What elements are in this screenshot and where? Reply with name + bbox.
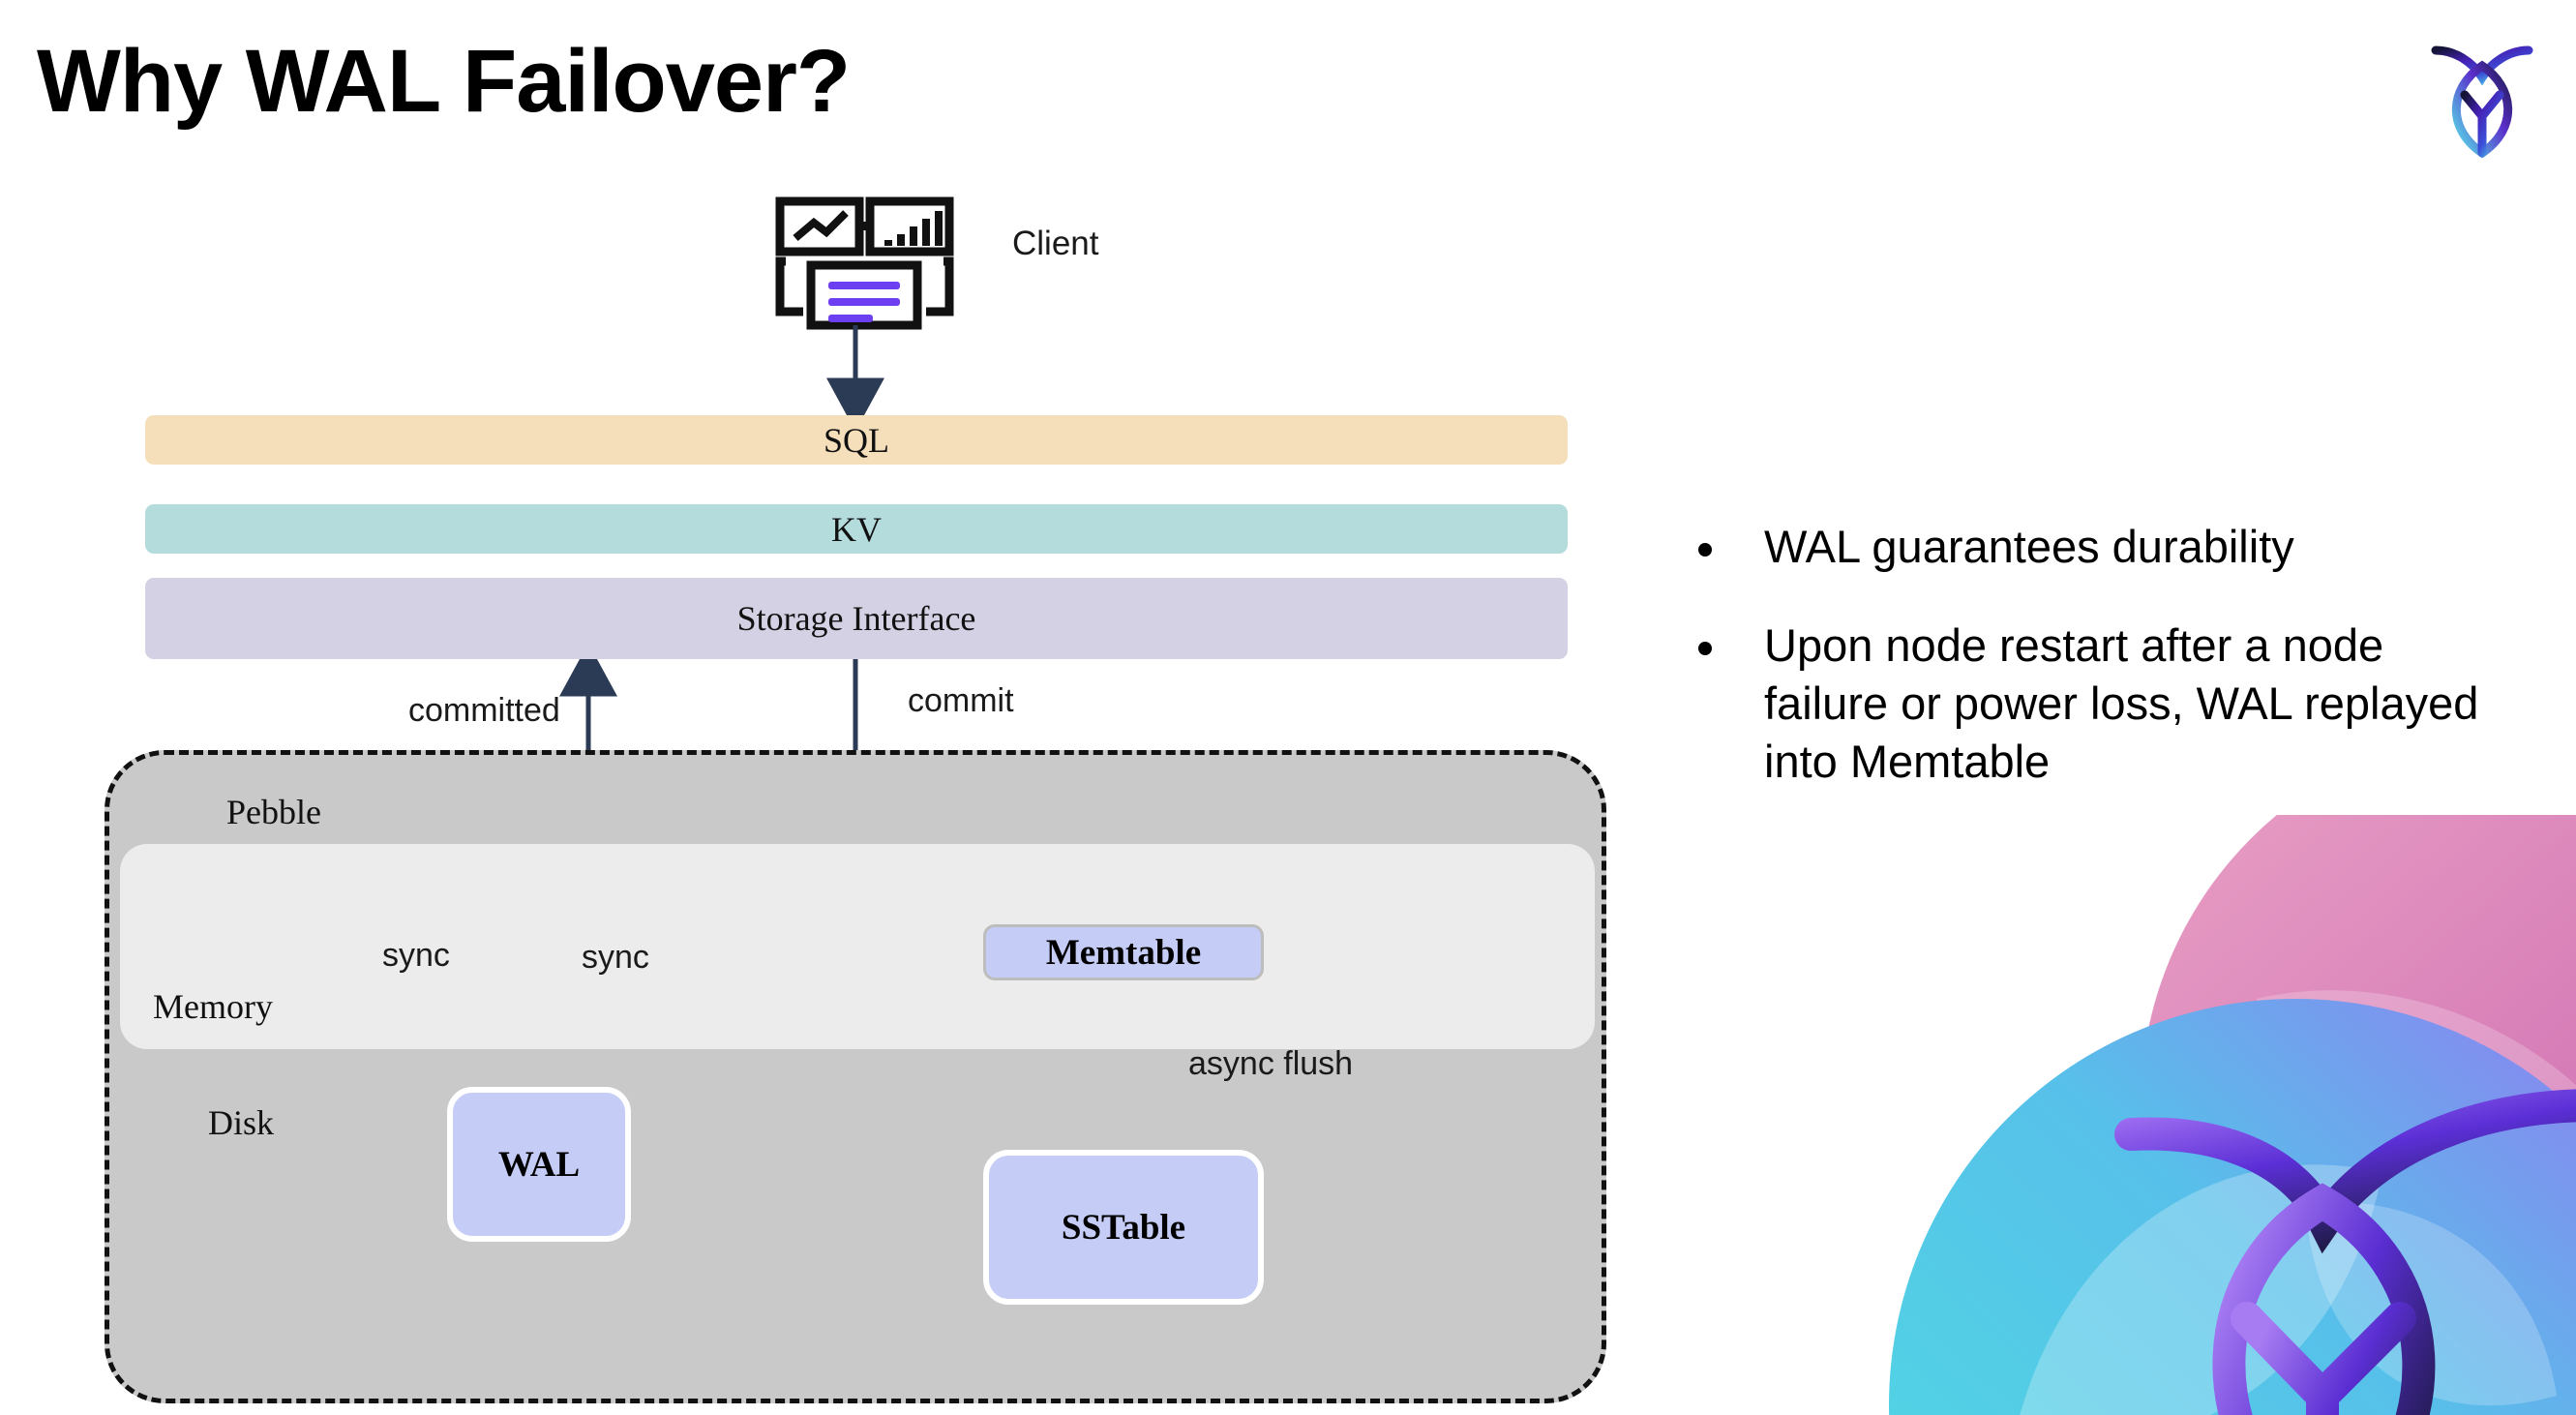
layer-bar-sql[interactable]: SQL	[145, 415, 1568, 465]
list-item: WAL guarantees durability	[1698, 518, 2511, 576]
edge-label-sync-right: sync	[582, 939, 649, 976]
cockroachdb-gradient-artwork-icon	[1841, 815, 2576, 1415]
cockroachdb-logo-icon	[2414, 27, 2550, 163]
node-wal[interactable]: WAL	[447, 1087, 631, 1242]
layer-bar-kv[interactable]: KV	[145, 504, 1568, 554]
architecture-diagram: Client SQL KV Storage Interface Pebble M…	[105, 196, 1606, 1403]
edge-label-async-flush: async flush	[1188, 1045, 1354, 1082]
edge-label-committed: committed	[408, 692, 560, 729]
list-item: Upon node restart after a node failure o…	[1698, 617, 2511, 791]
node-sstable[interactable]: SSTable	[983, 1150, 1264, 1305]
edge-label-sync-left: sync	[382, 937, 450, 974]
bullet-list: WAL guarantees durability Upon node rest…	[1698, 518, 2511, 832]
bullet-text: WAL guarantees durability	[1764, 521, 2294, 572]
memory-label: Memory	[153, 987, 273, 1026]
pebble-label: Pebble	[226, 793, 321, 831]
node-memtable[interactable]: Memtable	[983, 924, 1264, 980]
bullet-dot-icon	[1698, 543, 1712, 557]
bullet-text: Upon node restart after a node failure o…	[1764, 619, 2479, 788]
page-title: Why WAL Failover?	[37, 32, 851, 131]
client-dashboard-icon	[775, 196, 954, 330]
bullet-dot-icon	[1698, 642, 1712, 656]
client-label: Client	[1012, 225, 1099, 262]
layer-bar-storage-interface[interactable]: Storage Interface	[145, 578, 1568, 659]
edge-label-commit: commit	[908, 682, 1014, 719]
disk-label: Disk	[208, 1103, 275, 1142]
memory-zone	[120, 844, 1595, 1049]
